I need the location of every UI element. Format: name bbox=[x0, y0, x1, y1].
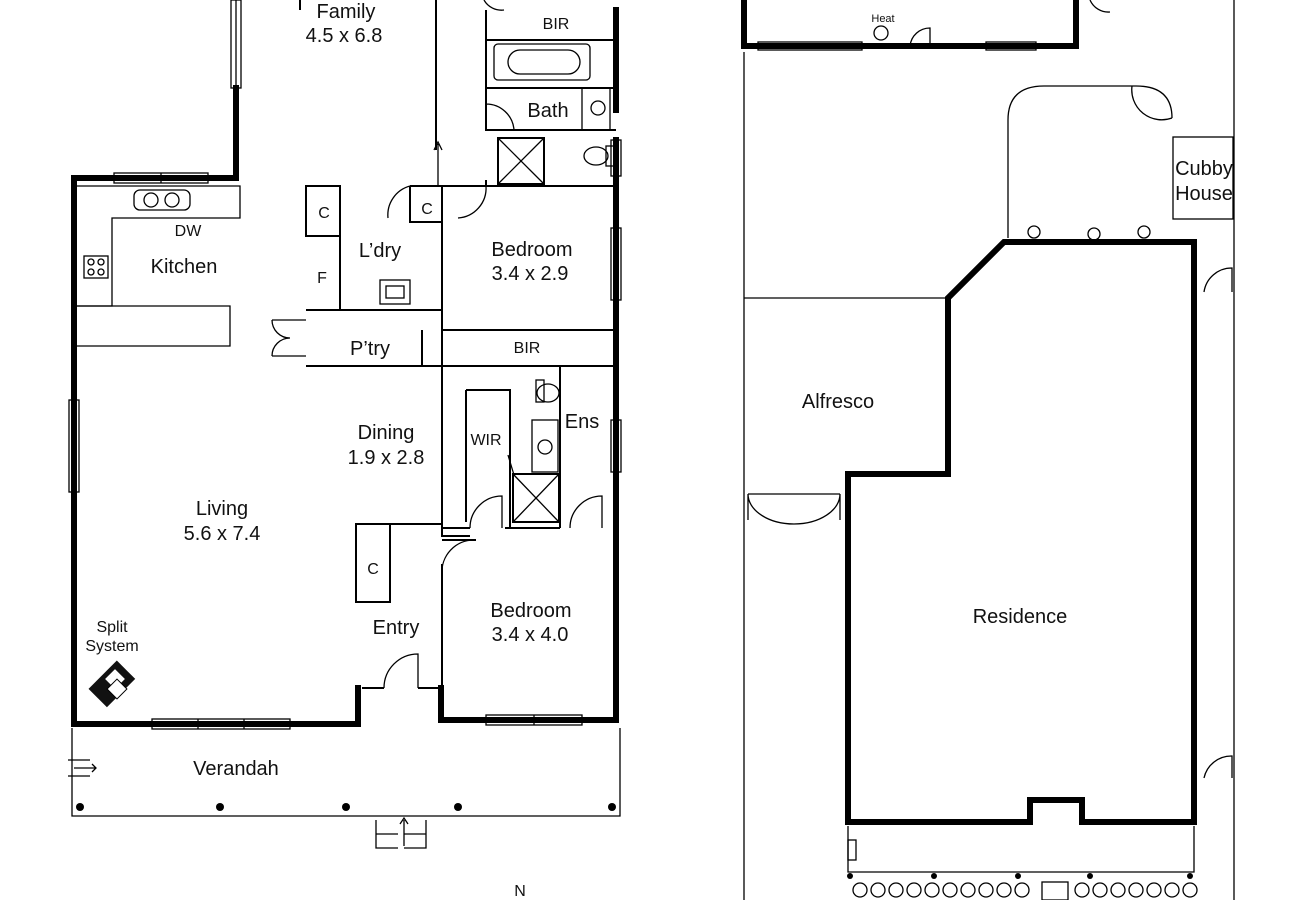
front-bollards bbox=[847, 873, 1193, 879]
dw-label: DW bbox=[175, 223, 203, 240]
family-label: Family bbox=[317, 1, 376, 23]
kitchen-label: Kitchen bbox=[151, 256, 218, 278]
verandah-label: Verandah bbox=[193, 758, 279, 780]
family-dims: 4.5 x 6.8 bbox=[306, 25, 383, 47]
bedroom-top-dims: 3.4 x 2.9 bbox=[492, 263, 569, 285]
split-system-icon bbox=[88, 660, 136, 708]
residence-label: Residence bbox=[973, 606, 1068, 628]
cupboard-a-label: C bbox=[318, 205, 330, 222]
bedroom-bottom-dims: 3.4 x 4.0 bbox=[492, 624, 569, 646]
outbuilding-wall bbox=[741, 0, 1079, 49]
compass-north: N bbox=[514, 883, 526, 900]
exterior-wall-north-kitchen bbox=[71, 85, 239, 181]
living-dims: 5.6 x 7.4 bbox=[184, 523, 261, 545]
alfresco-label: Alfresco bbox=[802, 391, 874, 413]
front-hedge bbox=[852, 882, 1198, 898]
living-label: Living bbox=[196, 498, 248, 520]
wir-label: WIR bbox=[470, 432, 501, 449]
heater-icon bbox=[873, 25, 889, 41]
residence-outline bbox=[845, 239, 1197, 825]
dining-dims: 1.9 x 2.8 bbox=[348, 447, 425, 469]
cupboard-c-label: C bbox=[367, 561, 379, 578]
bir-top-label: BIR bbox=[543, 16, 570, 33]
cubby-house bbox=[1172, 136, 1234, 220]
kitchen-benches bbox=[74, 185, 241, 347]
split-system-line2: System bbox=[85, 638, 138, 655]
floor-plan-left: Family 4.5 x 6.8 Kitchen Living 5.6 x 7.… bbox=[68, 0, 622, 849]
family-arrow bbox=[433, 140, 443, 186]
entry-label: Entry bbox=[373, 617, 420, 639]
cupboard-b-label: C bbox=[421, 201, 433, 218]
cubby-label-1: Cubby bbox=[1175, 158, 1233, 180]
ensuite-fixtures bbox=[507, 379, 560, 523]
windows bbox=[68, 0, 622, 730]
garden-path bbox=[1007, 85, 1173, 238]
fridge-label: F bbox=[317, 270, 327, 287]
laundry-label: L’dry bbox=[359, 240, 401, 262]
bir-mid-label: BIR bbox=[514, 340, 541, 357]
alfresco-gate bbox=[747, 493, 841, 525]
bedroom-top-label: Bedroom bbox=[491, 239, 572, 261]
interior-walls bbox=[299, 0, 616, 689]
heat-label: Heat bbox=[871, 13, 894, 25]
ensuite-label: Ens bbox=[565, 411, 599, 433]
doors bbox=[271, 0, 603, 689]
bedroom-bottom-label: Bedroom bbox=[490, 600, 571, 622]
bath-label: Bath bbox=[527, 100, 568, 122]
split-system-line1: Split bbox=[96, 619, 128, 636]
verandah-outline bbox=[68, 728, 621, 849]
rear-shrubs bbox=[1027, 225, 1151, 241]
bathroom-fixtures bbox=[379, 43, 615, 305]
site-plan-right: Heat Cubby House Residence Alfresco bbox=[741, 0, 1235, 900]
pantry-label: P’try bbox=[350, 338, 390, 360]
dining-label: Dining bbox=[358, 422, 415, 444]
cubby-label-2: House bbox=[1175, 183, 1233, 205]
